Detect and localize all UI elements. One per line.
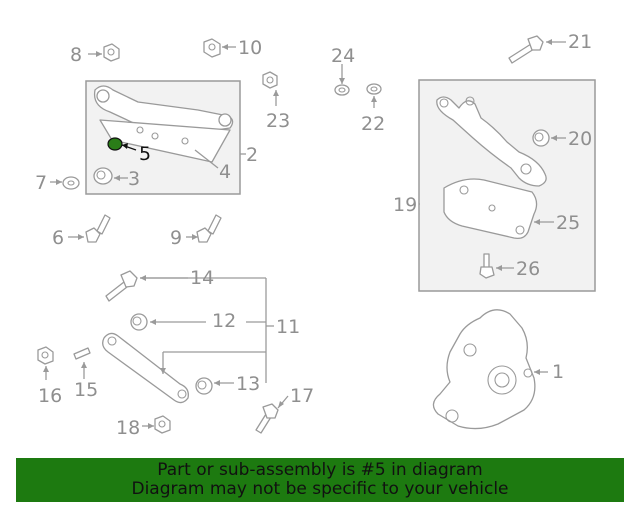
bushing-part-12[interactable] [130,313,148,331]
bushing-part-20[interactable] [532,129,550,147]
upper-control-arm-part[interactable] [93,85,234,163]
nut-part-16[interactable] [37,346,54,365]
callout-4[interactable]: 4 [219,161,231,183]
bolt-part-6[interactable] [85,214,111,243]
callout-18[interactable]: 18 [116,417,140,439]
callout-25[interactable]: 25 [556,212,580,234]
callout-6[interactable]: 6 [52,227,64,249]
knuckle-part-1[interactable] [432,309,536,430]
arrow-heads [43,39,557,429]
callout-11[interactable]: 11 [276,316,300,338]
callout-19[interactable]: 19 [393,194,417,216]
bolt-part-17[interactable] [255,403,279,434]
bolt-part-26[interactable] [479,253,495,279]
banner-line-1: Part or sub-assembly is #5 in diagram [157,460,483,480]
callout-13[interactable]: 13 [236,373,260,395]
washer-part-7[interactable] [62,176,80,190]
callout-labels: 1 2 3 4 5 6 7 8 9 10 11 12 13 14 15 16 1… [35,31,592,439]
washer-part-22[interactable] [366,83,382,95]
callout-7[interactable]: 7 [35,172,47,194]
info-banner: Part or sub-assembly is #5 in diagram Di… [16,458,624,502]
callout-5-highlighted[interactable]: 5 [139,143,151,165]
nut-part-23[interactable] [262,71,278,89]
callout-23[interactable]: 23 [266,110,290,132]
callout-21[interactable]: 21 [568,31,592,53]
callout-3[interactable]: 3 [128,168,140,190]
shield-part-25[interactable] [443,178,538,240]
callout-16[interactable]: 16 [38,385,62,407]
callout-20[interactable]: 20 [568,128,592,150]
pin-part-15[interactable] [73,347,91,360]
callout-26[interactable]: 26 [516,258,540,280]
washer-part-24[interactable] [334,84,350,96]
callout-14[interactable]: 14 [190,267,214,289]
callout-8[interactable]: 8 [70,44,82,66]
callout-10[interactable]: 10 [238,37,262,59]
lower-arm-part-11[interactable] [102,332,189,404]
callout-15[interactable]: 15 [74,379,98,401]
callout-12[interactable]: 12 [212,310,236,332]
callout-22[interactable]: 22 [361,113,385,135]
bolt-part-14[interactable] [105,270,138,302]
bolt-part-21[interactable] [508,35,544,64]
nut-part-18[interactable] [154,415,171,434]
bushing-part-13[interactable] [195,377,213,395]
nut-part-8[interactable] [103,43,120,62]
callout-1[interactable]: 1 [552,361,564,383]
callout-24[interactable]: 24 [331,45,355,67]
callout-17[interactable]: 17 [290,385,314,407]
callout-9[interactable]: 9 [170,227,182,249]
callout-2[interactable]: 2 [246,144,258,166]
bushing-part-3[interactable] [93,167,113,185]
bolt-part-9[interactable] [196,214,222,243]
nut-part-10[interactable] [203,38,221,58]
trailing-arm-part-19[interactable] [436,96,547,187]
part-5-highlighted-nut[interactable] [107,137,123,151]
banner-line-2: Diagram may not be specific to your vehi… [131,479,509,499]
